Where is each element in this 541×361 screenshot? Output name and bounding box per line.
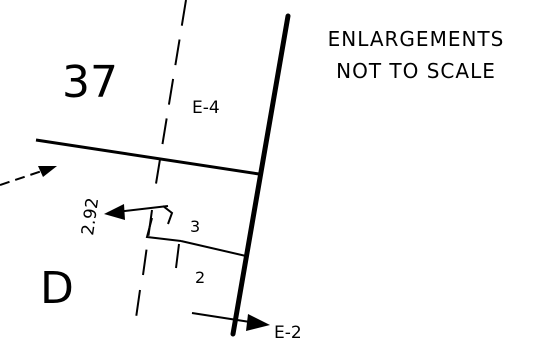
note-enlargements: ENLARGEMENTS <box>328 27 505 51</box>
callout-3-label: 3 <box>190 217 200 236</box>
e2-pointer-line <box>191 312 251 323</box>
leader-arrowhead-left <box>38 166 57 177</box>
callout-line-3 <box>180 240 247 257</box>
callout-tick-2 <box>175 243 180 269</box>
block-letter-label: D <box>40 263 74 314</box>
reference-e4-label: E-4 <box>192 98 220 118</box>
callout-bracket-3 <box>145 217 182 242</box>
callout-2-label: 2 <box>195 268 205 287</box>
dimension-break <box>162 205 174 225</box>
lot-line <box>35 138 260 176</box>
note-not-to-scale: NOT TO SCALE <box>336 59 496 83</box>
dimension-arrowhead <box>104 204 125 220</box>
reference-e2-label: E-2 <box>274 323 302 343</box>
leader-line-left <box>0 170 43 186</box>
lot-number-label: 37 <box>62 57 118 108</box>
dimension-2-92-label: 2.92 <box>78 196 103 236</box>
e2-arrowhead <box>246 314 270 331</box>
property-line-heavy <box>230 13 291 337</box>
